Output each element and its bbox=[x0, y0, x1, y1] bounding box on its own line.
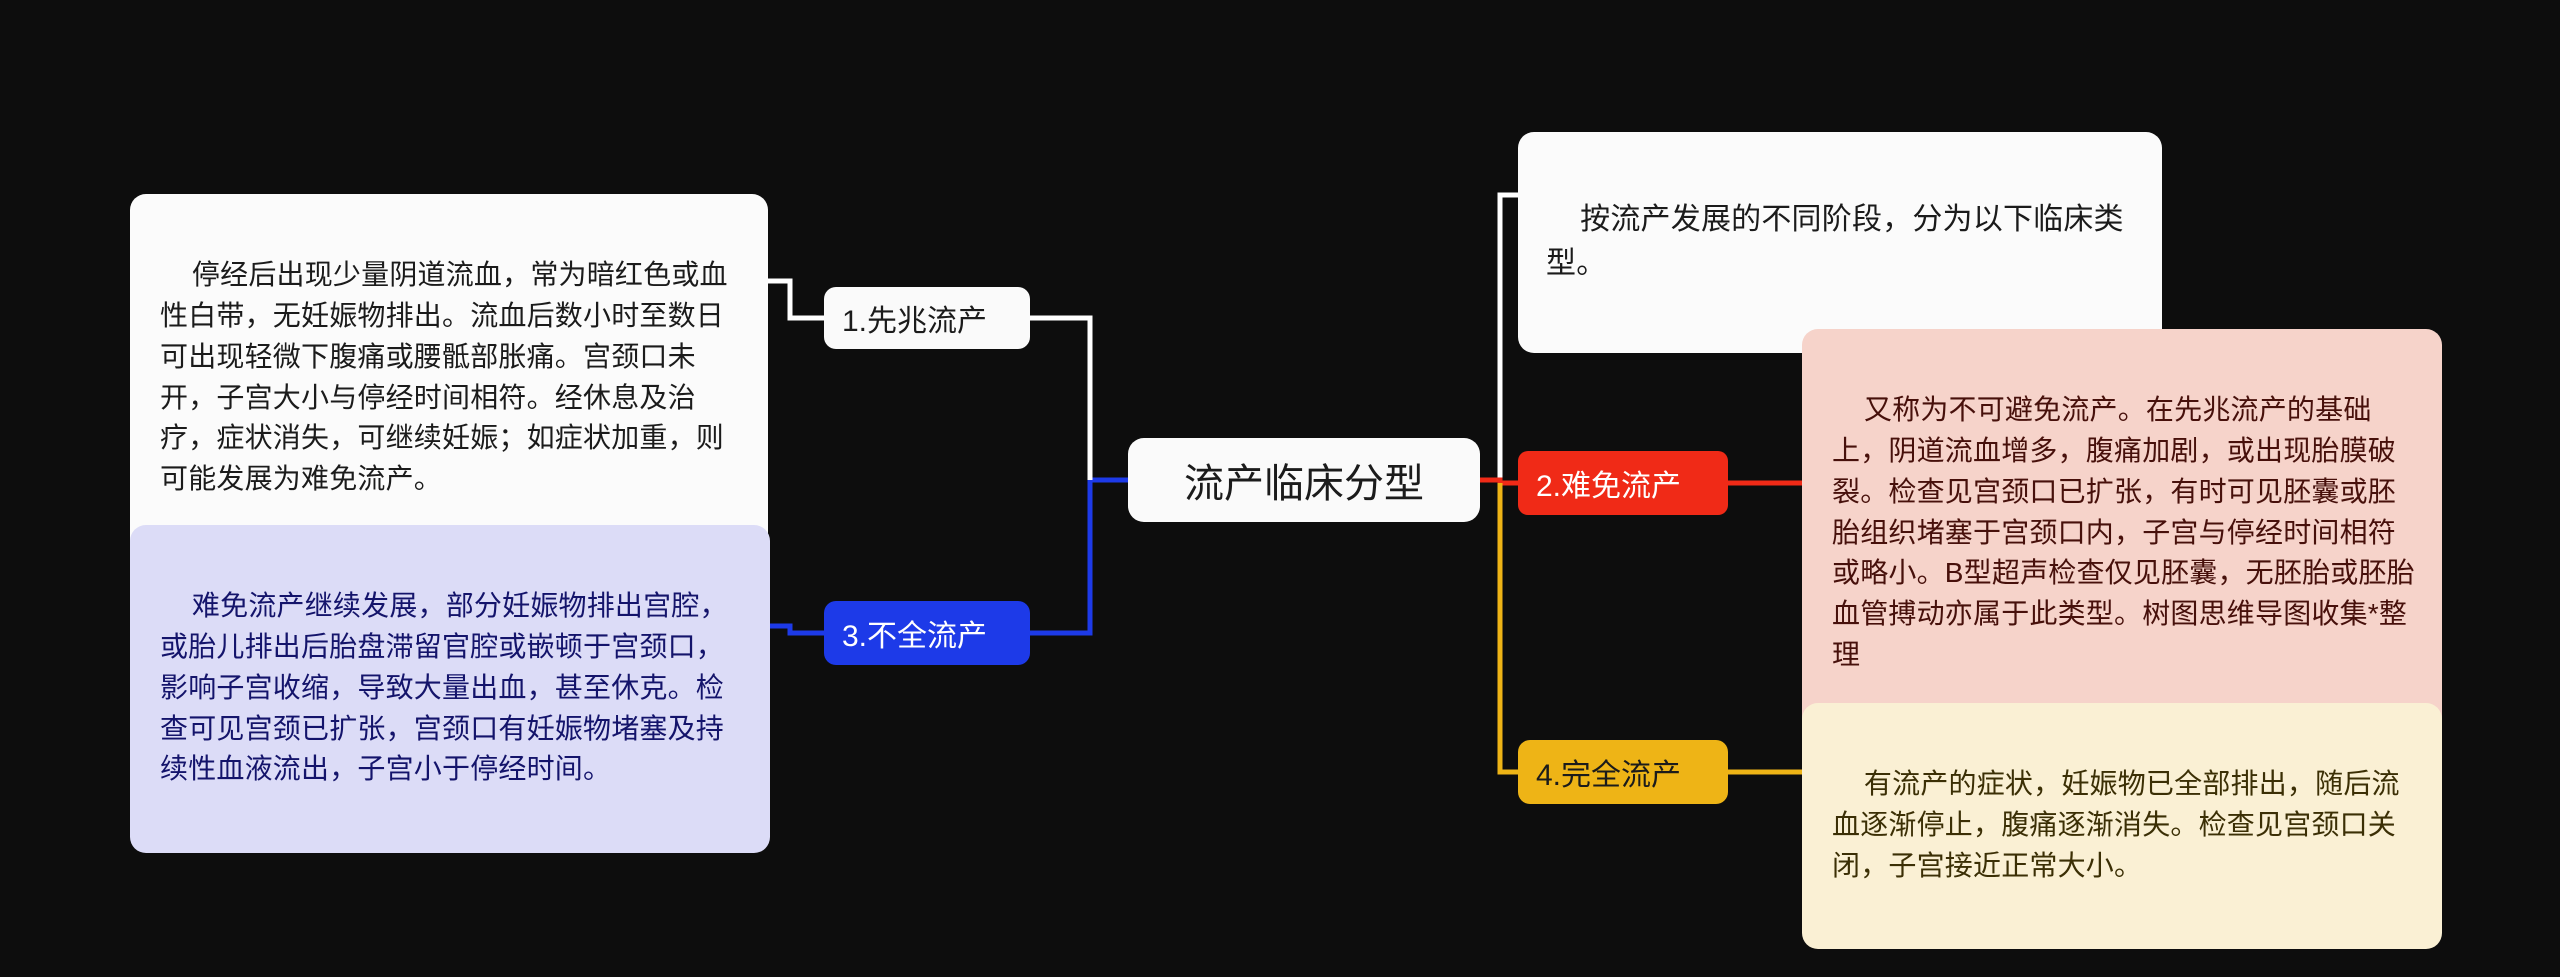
connector-root-to-branch-4 bbox=[1497, 483, 1518, 775]
branch-node-1-label: 1.先兆流产 bbox=[842, 305, 988, 338]
root-node[interactable]: 流产临床分型 bbox=[1128, 438, 1480, 522]
branch-node-3[interactable]: 3.不全流产 bbox=[824, 601, 1030, 665]
connector-root-to-intro bbox=[1480, 192, 1518, 483]
detail-box-1[interactable]: 停经后出现少量阴道流血，常为暗红色或血性白带，无妊娠物排出。流血后数小时至数日可… bbox=[130, 194, 768, 563]
branch-node-2-label: 2.难免流产 bbox=[1536, 470, 1682, 503]
branch-node-2[interactable]: 2.难免流产 bbox=[1518, 451, 1728, 515]
connector-branch-1-to-detail bbox=[768, 278, 824, 321]
root-node-label: 流产临床分型 bbox=[1184, 462, 1424, 506]
intro-note-box[interactable]: 按流产发展的不同阶段，分为以下临床类型。 bbox=[1518, 132, 2162, 354]
detail-box-3-text: 难免流产继续发展，部分妊娠物排出宫腔，或胎儿排出后胎盘滞留官腔或嵌顿于宫颈口，影… bbox=[160, 589, 728, 785]
connector-root-to-branch-3 bbox=[1030, 477, 1128, 636]
detail-box-2[interactable]: 又称为不可避免流产。在先兆流产的基础上，阴道流血增多，腹痛加剧，或出现胎膜破裂。… bbox=[1802, 329, 2442, 739]
intro-note-text: 按流产发展的不同阶段，分为以下临床类型。 bbox=[1546, 202, 2124, 280]
branch-node-1[interactable]: 1.先兆流产 bbox=[824, 287, 1030, 349]
connector-root-to-branch-1 bbox=[1030, 315, 1128, 483]
branch-node-3-label: 3.不全流产 bbox=[842, 620, 988, 653]
connector-branch-3-to-detail bbox=[770, 623, 824, 636]
detail-box-2-text: 又称为不可避免流产。在先兆流产的基础上，阴道流血增多，腹痛加剧，或出现胎膜破裂。… bbox=[1832, 393, 2415, 671]
detail-box-4-text: 有流产的症状，妊娠物已全部排出，随后流血逐渐停止，腹痛逐渐消失。检查见宫颈口关闭… bbox=[1832, 767, 2400, 881]
detail-box-1-text: 停经后出现少量阴道流血，常为暗红色或血性白带，无妊娠物排出。流血后数小时至数日可… bbox=[160, 258, 728, 495]
detail-box-4[interactable]: 有流产的症状，妊娠物已全部排出，随后流血逐渐停止，腹痛逐渐消失。检查见宫颈口关闭… bbox=[1802, 703, 2442, 950]
branch-node-4[interactable]: 4.完全流产 bbox=[1518, 740, 1728, 804]
connector-root-to-branch-2 bbox=[1480, 477, 1518, 486]
branch-node-4-label: 4.完全流产 bbox=[1536, 759, 1682, 792]
detail-box-3[interactable]: 难免流产继续发展，部分妊娠物排出宫腔，或胎儿排出后胎盘滞留官腔或嵌顿于宫颈口，影… bbox=[130, 525, 770, 854]
